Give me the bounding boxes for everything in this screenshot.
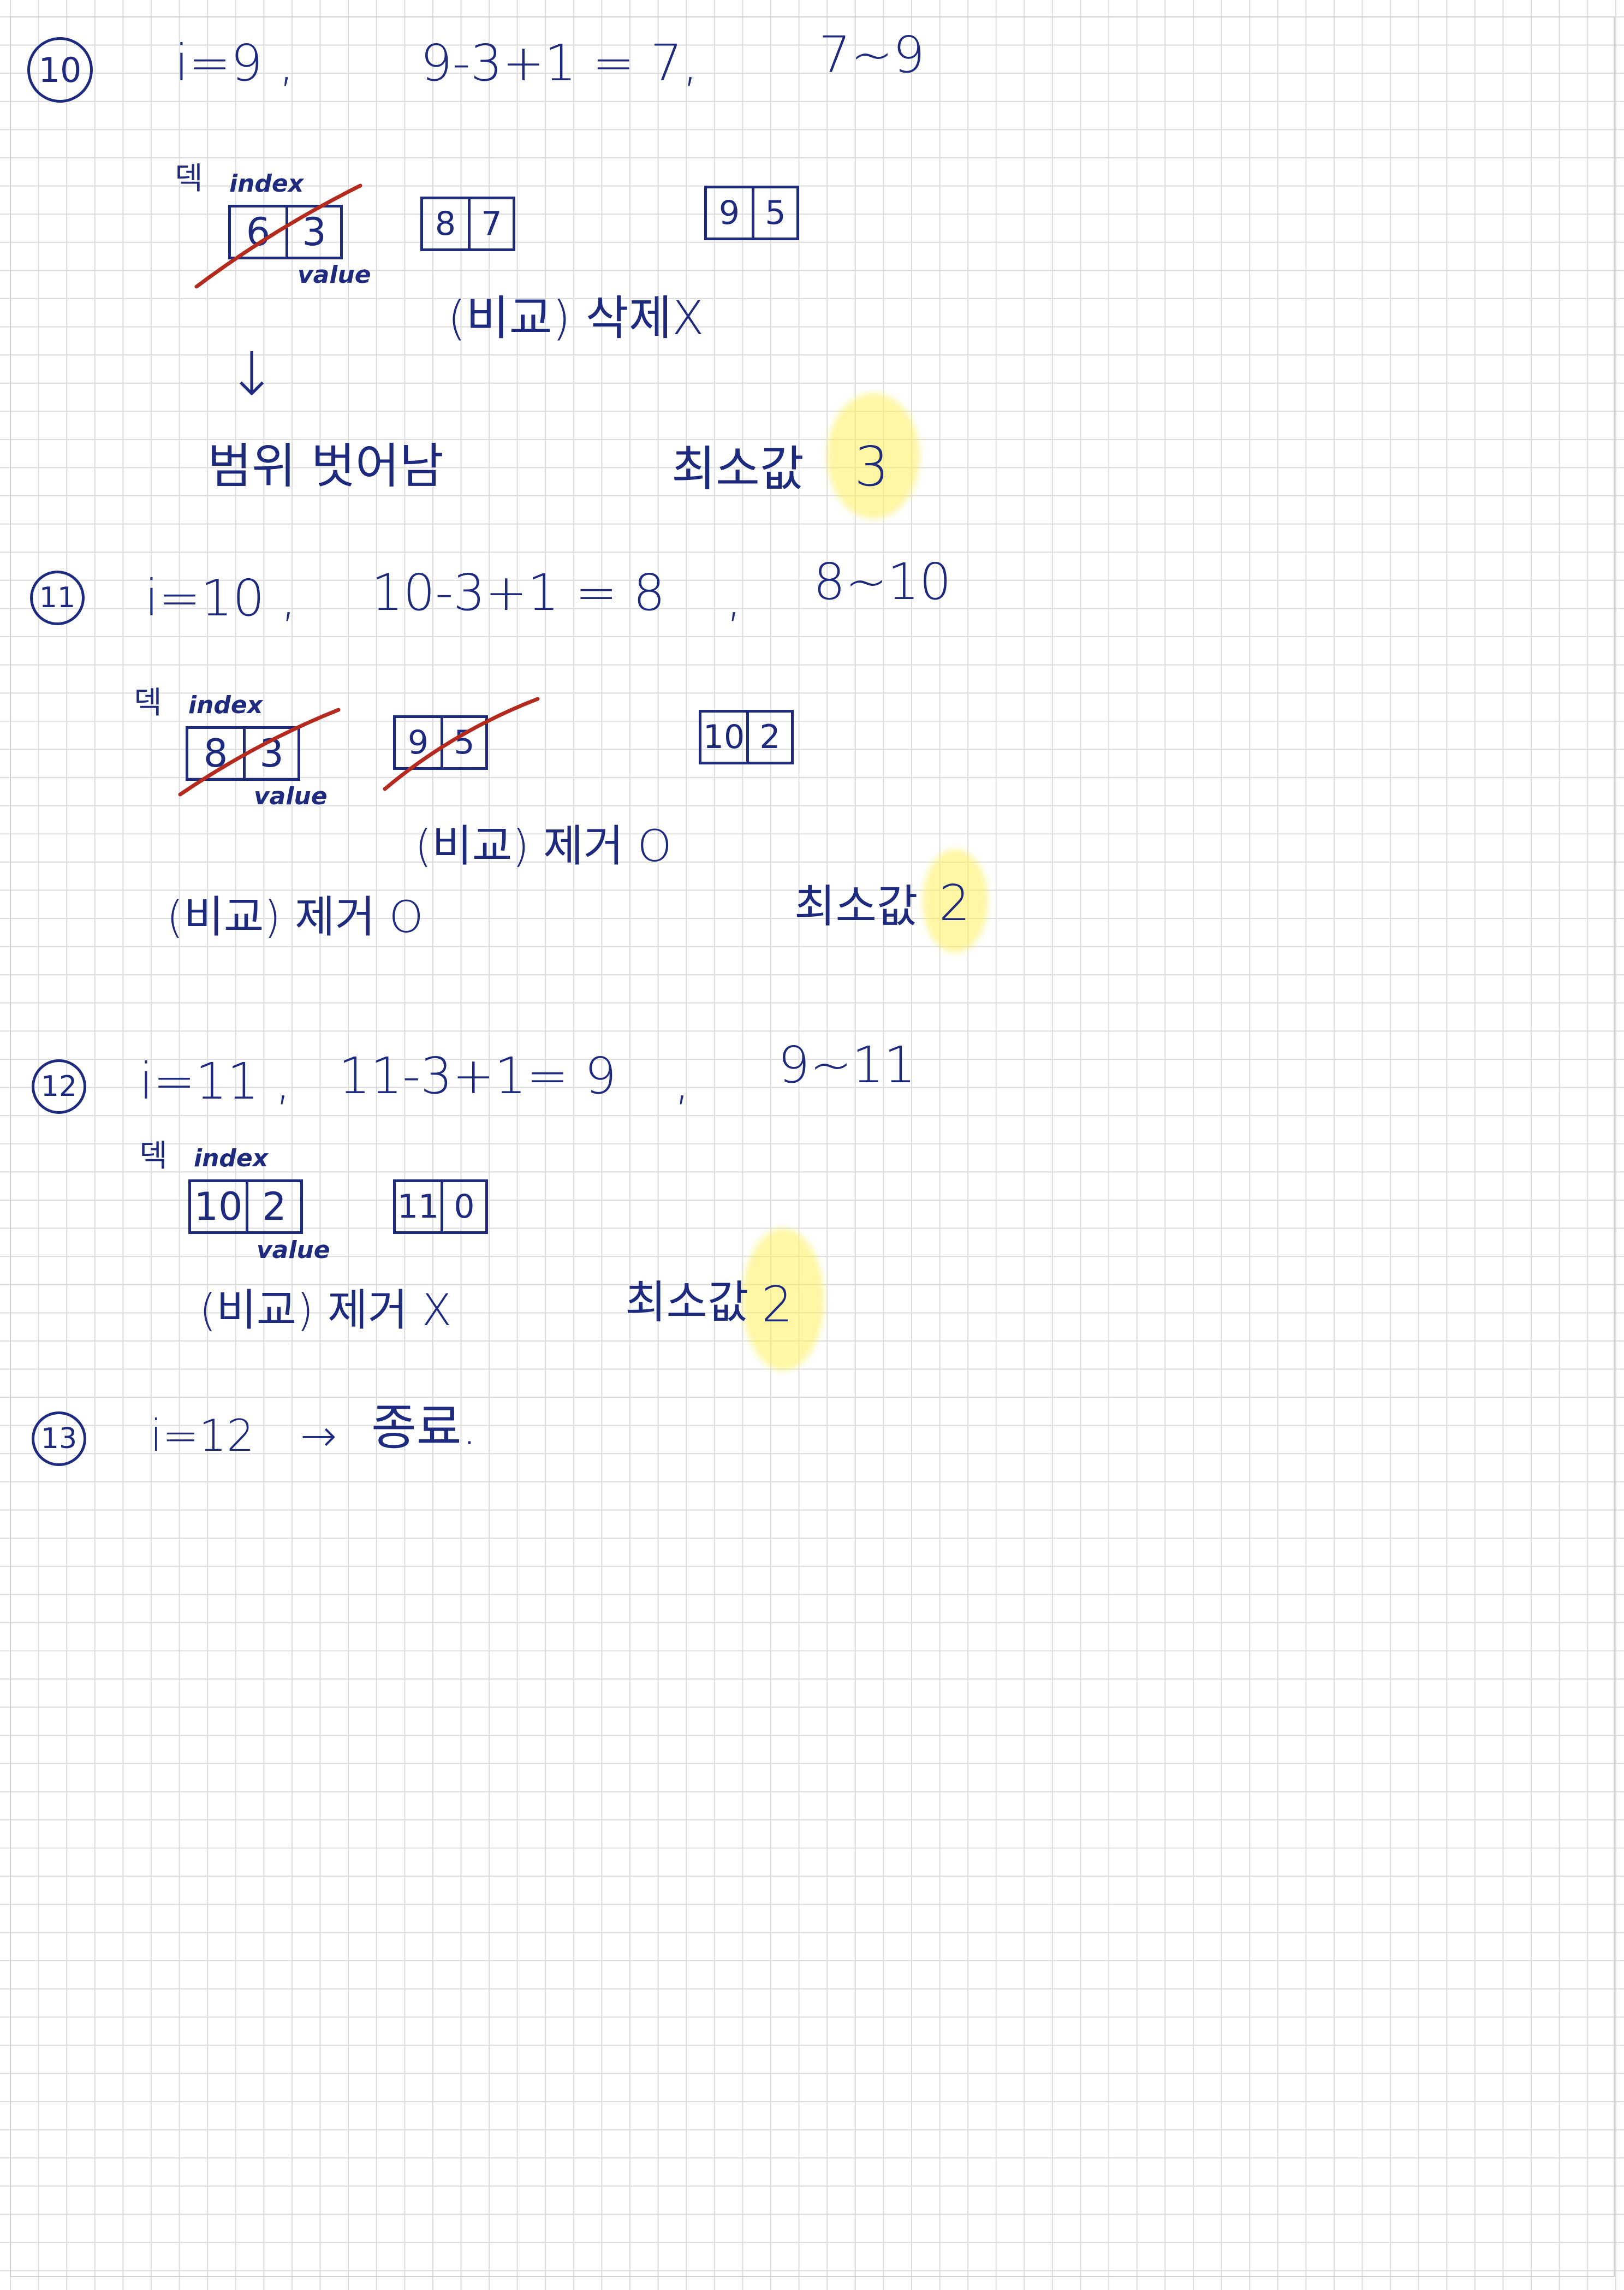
out-of-range-note: 범위 벗어남 <box>207 438 444 494</box>
min-value: 2 <box>939 875 971 932</box>
min-value-highlight-10 <box>827 393 920 519</box>
down-arrow-icon: ↓ <box>227 339 277 409</box>
step-11-range: 8~10 <box>813 553 951 611</box>
graph-paper-page <box>10 16 1615 2277</box>
deque-box: 6 3 <box>228 205 343 259</box>
step-10-calc: 9-3+1 = 7, <box>420 34 699 92</box>
index-label: index <box>229 170 304 198</box>
deque-label: 덱 <box>134 685 162 721</box>
step-11-i: i=10 , <box>145 569 297 627</box>
compare-note-1: (비교) 제거 O <box>415 821 672 871</box>
box-value: 7 <box>468 199 513 248</box>
deque-box: 10 2 <box>188 1179 303 1234</box>
box-value: 3 <box>243 729 298 778</box>
min-value: 2 <box>762 1276 793 1333</box>
min-value-highlight-11 <box>923 849 988 953</box>
step-number-11: 11 <box>30 571 85 625</box>
deque-box: 8 3 <box>186 726 300 781</box>
step-11-comma: , <box>726 569 742 627</box>
step-10-range: 7~9 <box>819 26 925 84</box>
step-12-range: 9~11 <box>778 1036 916 1094</box>
deque-box: 9 5 <box>704 186 799 240</box>
step-11-calc: 10-3+1 = 8 <box>371 563 665 622</box>
index-label: index <box>194 1144 269 1172</box>
step-12-comma: , <box>674 1052 691 1111</box>
box-value: 5 <box>752 188 796 238</box>
deque-box: 9 5 <box>393 715 488 770</box>
deque-box: 10 2 <box>699 710 794 764</box>
min-label: 최소값 <box>794 881 918 933</box>
deque-label: 덱 <box>175 161 203 197</box>
min-value: 3 <box>854 435 889 499</box>
box-index: 6 <box>246 210 271 254</box>
deque-box: 11 0 <box>393 1179 488 1234</box>
compare-note: (비교) 삭제X <box>448 291 704 346</box>
step-13-i: i=12 <box>150 1410 255 1461</box>
box-index: 9 <box>407 723 429 762</box>
value-label: value <box>254 782 328 810</box>
step-13-end: 종료. <box>371 1399 478 1456</box>
min-value-highlight-12 <box>742 1229 824 1371</box>
step-number-13: 13 <box>32 1411 86 1466</box>
step-number-10: 10 <box>27 37 93 103</box>
box-value: 3 <box>285 207 340 257</box>
step-10-i: i=9 , <box>175 34 295 92</box>
box-index: 8 <box>435 205 456 243</box>
step-12-i: i=11 , <box>139 1052 292 1111</box>
value-label: value <box>257 1236 330 1264</box>
box-value: 5 <box>441 718 485 767</box>
deque-label: 덱 <box>139 1138 168 1174</box>
step-12-calc: 11-3+1= 9 <box>338 1047 617 1105</box>
min-label: 최소값 <box>625 1277 749 1328</box>
box-value: 0 <box>441 1182 485 1231</box>
box-index: 10 <box>194 1184 243 1229</box>
step-number-12: 12 <box>32 1059 86 1114</box>
box-index: 11 <box>397 1188 439 1226</box>
box-index: 10 <box>703 718 745 756</box>
index-label: index <box>188 691 263 719</box>
value-label: value <box>298 261 371 289</box>
box-index: 8 <box>203 731 228 776</box>
box-value: 2 <box>746 713 791 762</box>
min-label: 최소값 <box>671 441 804 497</box>
compare-note-2: (비교) 제거 O <box>166 892 424 942</box>
box-index: 9 <box>718 194 740 232</box>
box-value: 2 <box>246 1182 300 1231</box>
right-arrow-icon: → <box>300 1410 337 1461</box>
deque-box: 8 7 <box>420 197 515 251</box>
compare-note: (비교) 제거 X <box>199 1285 452 1336</box>
